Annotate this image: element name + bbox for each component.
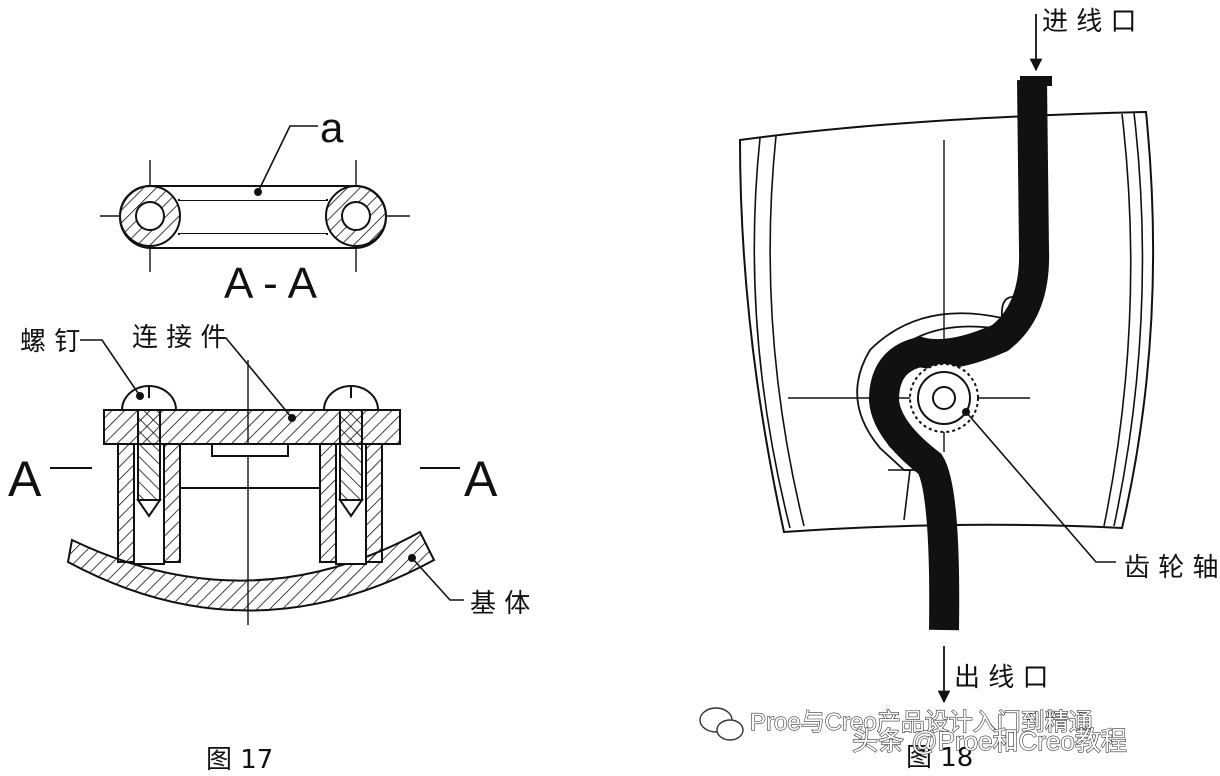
label-base: 基 体 — [470, 589, 530, 619]
label-gear-shaft: 齿 轮 轴 — [1124, 553, 1219, 583]
label-a-left: A — [8, 451, 42, 507]
cable — [868, 79, 1050, 631]
watermark-line1: Proe与Creo产品设计入门到精通 — [750, 709, 1093, 736]
wechat-icon — [699, 707, 744, 741]
section-a-a-view — [100, 125, 410, 272]
label-screw: 螺 钉 — [20, 327, 80, 357]
figure-18-caption: 图 18 — [906, 743, 973, 773]
callout-a-label: a — [320, 104, 344, 151]
section-label: A - A — [224, 259, 318, 308]
label-connector: 连 接 件 — [132, 323, 227, 353]
watermark-line2: 头条 @Proe和Creo教程 — [852, 726, 1127, 756]
label-inlet: 进 线 口 — [1042, 7, 1137, 37]
label-a-right: A — [464, 451, 498, 507]
figure-17-caption: 图 17 — [206, 745, 273, 775]
assembly-view — [50, 337, 464, 625]
figure-17: a A - A — [8, 104, 530, 775]
housing-outline — [738, 110, 1155, 534]
label-outlet: 出 线 口 — [954, 663, 1049, 693]
watermark: Proe与Creo产品设计入门到精通 头条 @Proe和Creo教程 — [699, 707, 1128, 757]
figure-18 — [738, 14, 1155, 704]
